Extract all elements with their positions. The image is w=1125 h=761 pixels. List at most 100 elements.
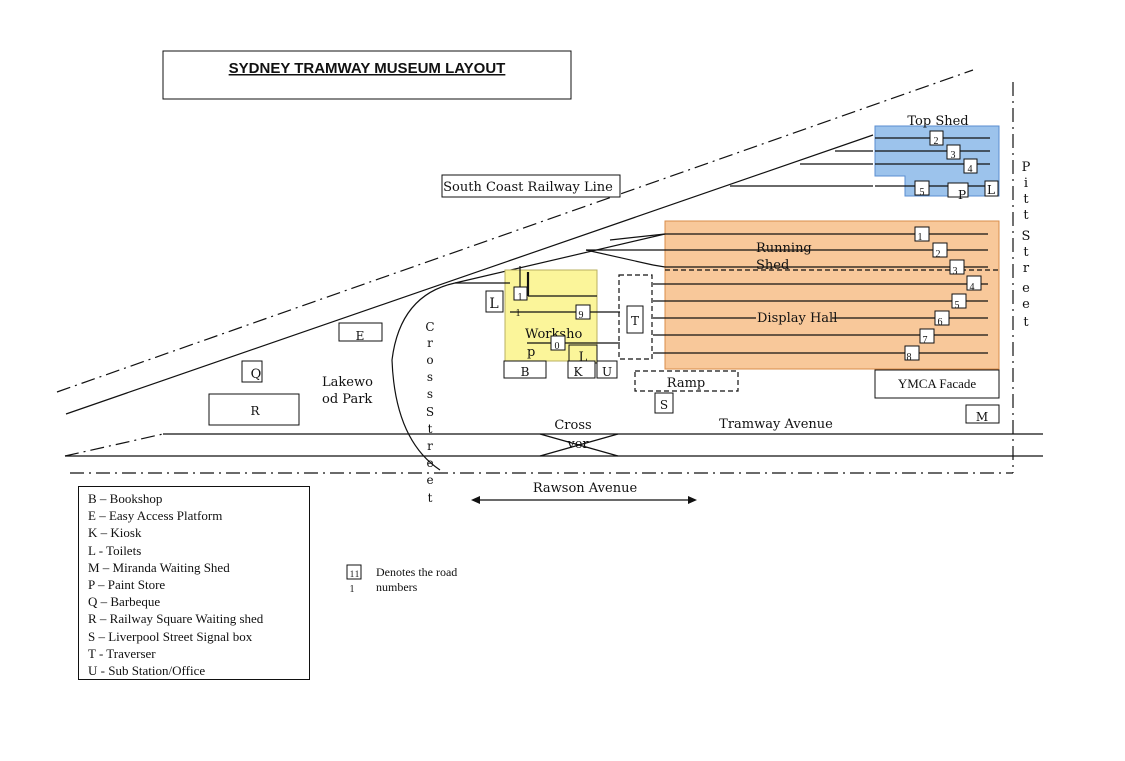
road-number-marker	[934, 310, 950, 326]
railway-square-waiting-shed-label: R	[250, 404, 260, 418]
road-number: 1	[918, 232, 923, 243]
svg-text:r: r	[427, 439, 433, 453]
road-number-marker	[919, 328, 935, 344]
kiosk	[567, 360, 596, 379]
svg-text:s: s	[427, 370, 433, 384]
top-shed-label: Top Shed	[907, 114, 968, 129]
road-number: 6	[938, 317, 943, 328]
svg-text:e: e	[426, 473, 433, 487]
road-number: 7	[923, 335, 928, 346]
paint-store	[947, 182, 969, 198]
road-number-marker	[951, 293, 967, 309]
title-box	[162, 50, 572, 100]
barbeque	[241, 360, 263, 383]
pitt-street-label: P i t t S t r e e t	[1022, 160, 1031, 330]
svg-text:S: S	[1022, 229, 1031, 244]
svg-text:t: t	[428, 491, 433, 505]
road-number-sample: 1	[350, 584, 355, 595]
road-number-marker	[949, 259, 965, 275]
road-number: 2	[934, 136, 939, 147]
signal-box-label: S	[660, 398, 668, 412]
arrow-right-icon	[688, 496, 697, 504]
bookshop-label: B	[521, 365, 530, 379]
road-number-note: Denotes the road numbers	[376, 565, 458, 594]
bookshop	[503, 360, 547, 379]
miranda-waiting-shed	[965, 404, 1000, 424]
road-number: 4	[968, 164, 973, 175]
ymca-facade	[874, 369, 1000, 399]
ramp-label: Ramp	[667, 376, 706, 391]
legend-item: Q – Barbeque	[88, 594, 161, 610]
svg-text:t: t	[1023, 245, 1029, 260]
track	[585, 249, 654, 266]
svg-text:t: t	[428, 422, 433, 436]
legend-item: R – Railway Square Waiting shed	[88, 611, 264, 627]
railway-square-waiting-shed	[208, 393, 300, 426]
legend-item: B – Bookshop	[88, 491, 163, 506]
road-number-marker	[904, 345, 920, 361]
arrow-left-icon	[471, 496, 480, 504]
legend-item: U - Sub Station/Office	[88, 662, 206, 678]
svg-text:t: t	[1023, 315, 1029, 330]
south-coast-railway-line	[56, 69, 974, 393]
road-number-marker	[914, 226, 930, 242]
road-number: 5	[920, 187, 925, 198]
svg-text:t: t	[1023, 208, 1029, 223]
miranda-waiting-shed-label: M	[976, 410, 988, 424]
top-shed	[874, 125, 1000, 197]
workshop-label-2: p	[527, 345, 535, 360]
tramway-avenue-label: Tramway Avenue	[719, 417, 833, 432]
sub-station-label: U	[602, 365, 612, 379]
road-number-marker	[550, 335, 566, 351]
svg-text:r: r	[427, 336, 433, 350]
road-number: 9	[579, 310, 584, 321]
svg-text:P: P	[1022, 160, 1031, 175]
workshop-toilets-label: L	[579, 350, 588, 365]
ymca-facade-label: YMCA Facade	[898, 376, 977, 391]
ramp	[634, 370, 739, 392]
legend: B – Bookshop E – Easy Access Platform K …	[78, 486, 310, 680]
rawson-avenue-label: Rawson Avenue	[533, 481, 638, 496]
legend-item: M – Miranda Waiting Shed	[88, 559, 230, 575]
cross-street-label: C r o s s S t r e e t	[425, 320, 434, 505]
road-number-sample-marker	[346, 564, 362, 580]
south-coast-label-box	[441, 174, 621, 198]
svg-text:e: e	[1022, 281, 1030, 296]
south-coast-label: South Coast Railway Line	[443, 180, 613, 195]
road-number-sample: 1	[350, 569, 355, 579]
svg-text:s: s	[427, 387, 433, 401]
legend-item: P – Paint Store	[88, 576, 166, 592]
svg-text:t: t	[1023, 192, 1029, 207]
road-number-sample: 1	[355, 569, 360, 579]
svg-text:e: e	[1022, 297, 1030, 312]
svg-text:o: o	[426, 353, 433, 367]
road-number: 2	[936, 249, 941, 260]
road-number-marker	[929, 130, 944, 146]
legend-item: T - Traverser	[88, 645, 156, 661]
running-shed-label-2: Shed	[756, 258, 789, 273]
crossover-track	[539, 433, 619, 457]
road-number-marker	[575, 304, 591, 320]
cross-street-loop	[391, 282, 456, 471]
road-number: 5	[955, 300, 960, 311]
svg-text:S: S	[426, 405, 434, 419]
road-number-marker	[914, 180, 930, 196]
workshop-label-1: Worksho	[525, 327, 582, 342]
road-number: 8	[907, 352, 912, 363]
toilets-west-label: L	[489, 296, 498, 312]
sub-station	[596, 360, 618, 379]
easy-access-platform	[338, 322, 383, 342]
traverser-pit	[618, 274, 653, 360]
barbeque-label: Q	[251, 367, 262, 382]
road-number: 3	[953, 266, 958, 277]
road-number-marker	[966, 275, 982, 291]
track	[454, 233, 666, 284]
main-tram-line	[65, 134, 874, 415]
track	[652, 264, 666, 268]
svg-text:C: C	[425, 320, 434, 334]
svg-text:e: e	[426, 456, 433, 470]
road-number-marker	[963, 158, 978, 174]
paint-store-label: P	[958, 188, 966, 202]
legend-item: S – Liverpool Street Signal box	[88, 628, 253, 644]
